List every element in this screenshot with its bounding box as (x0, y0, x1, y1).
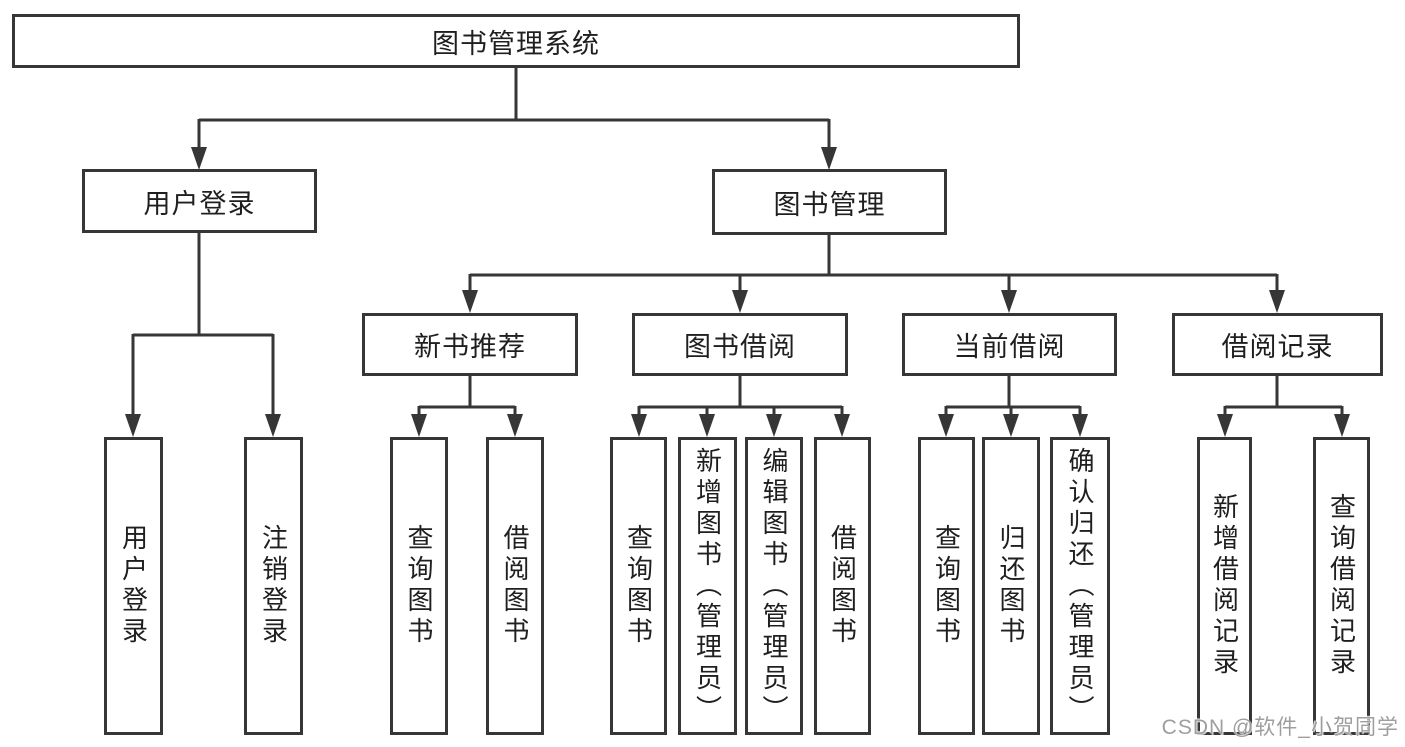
node-user-login-label: 用户登录 (143, 188, 256, 219)
node-leaf-return-books-label: 归还图书 (996, 524, 1026, 648)
node-leaf-confirm-return-admin-label: 确认归还（管理员） (1065, 446, 1095, 726)
node-current-borrow: 当前借阅 (902, 313, 1117, 376)
node-book-borrow-label: 图书借阅 (684, 332, 796, 362)
node-borrow-records-label: 借阅记录 (1221, 332, 1334, 362)
node-borrow-records: 借阅记录 (1172, 313, 1383, 376)
node-leaf-edit-book-admin: 编辑图书（管理员） (745, 437, 803, 735)
connector-user-login (125, 233, 281, 437)
node-leaf-add-book-admin-label: 新增图书（管理员） (692, 446, 723, 726)
connector-root (191, 68, 837, 170)
node-leaf-query-books-recommend: 查询图书 (390, 437, 448, 735)
node-library-system: 图书管理系统 (12, 14, 1020, 68)
connector-book-management (462, 235, 1285, 313)
node-book-borrow: 图书借阅 (632, 313, 848, 376)
node-leaf-add-borrow-record: 新增借阅记录 (1197, 437, 1252, 735)
node-book-management-label: 图书管理 (773, 189, 886, 220)
node-leaf-borrow-books-recommend: 借阅图书 (486, 437, 544, 735)
node-current-borrow-label: 当前借阅 (953, 332, 1066, 362)
node-library-system-label: 图书管理系统 (432, 28, 600, 59)
node-leaf-borrow-books-borrow: 借阅图书 (814, 437, 871, 735)
node-leaf-query-borrow-record: 查询借阅记录 (1313, 437, 1370, 735)
node-leaf-user-login: 用户登录 (104, 437, 163, 735)
node-new-book-recommend: 新书推荐 (362, 313, 578, 376)
node-leaf-add-borrow-record-label: 新增借阅记录 (1209, 493, 1240, 679)
node-leaf-user-login-label: 用户登录 (118, 524, 149, 648)
node-leaf-return-books: 归还图书 (982, 437, 1040, 735)
node-leaf-borrow-books-recommend-label: 借阅图书 (500, 524, 530, 648)
node-leaf-query-books-current: 查询图书 (918, 437, 975, 735)
node-leaf-confirm-return-admin: 确认归还（管理员） (1050, 437, 1110, 735)
node-leaf-query-books-borrow-label: 查询图书 (623, 524, 654, 648)
node-leaf-query-borrow-record-label: 查询借阅记录 (1326, 493, 1357, 679)
node-leaf-add-book-admin: 新增图书（管理员） (678, 437, 737, 735)
connector-new-book-recommend (411, 376, 523, 437)
node-leaf-borrow-books-borrow-label: 借阅图书 (827, 524, 858, 648)
node-leaf-edit-book-admin-label: 编辑图书（管理员） (759, 446, 789, 726)
node-leaf-query-books-recommend-label: 查询图书 (404, 524, 434, 648)
node-leaf-query-books-current-label: 查询图书 (931, 524, 962, 648)
node-leaf-logout-label: 注销登录 (258, 524, 289, 648)
connector-book-borrow (631, 376, 850, 437)
node-leaf-logout: 注销登录 (244, 437, 303, 735)
node-leaf-query-books-borrow: 查询图书 (610, 437, 667, 735)
watermark: CSDN @软件_小贺同学 (1161, 716, 1399, 739)
node-new-book-recommend-label: 新书推荐 (414, 332, 526, 362)
connector-borrow-records (1217, 376, 1350, 437)
node-user-login: 用户登录 (82, 169, 317, 233)
node-book-management: 图书管理 (712, 169, 947, 235)
connector-current-borrow (938, 376, 1088, 437)
